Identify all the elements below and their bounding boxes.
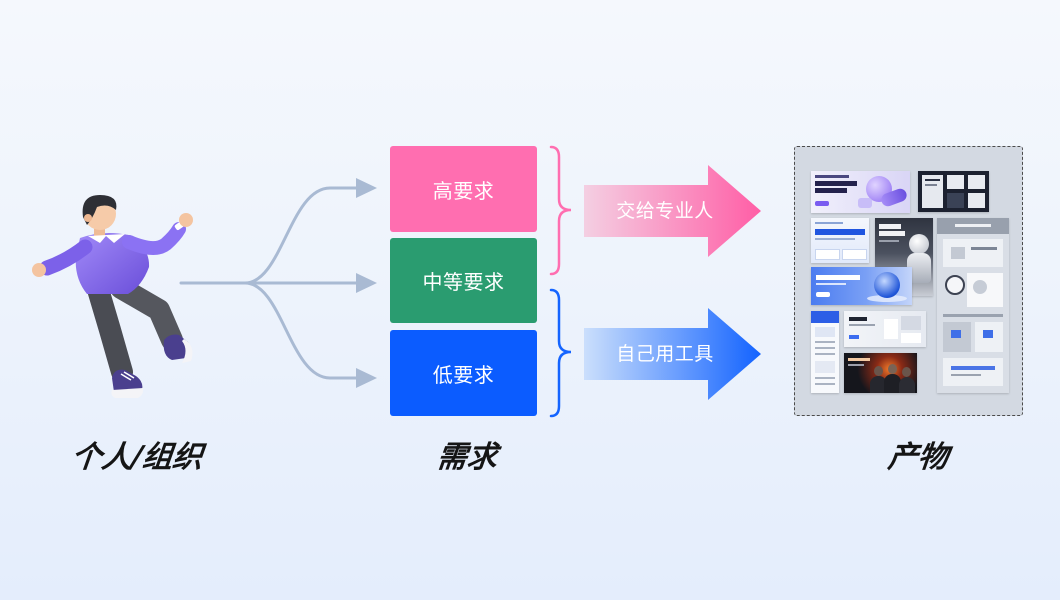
left-shoe	[111, 369, 144, 398]
requirement-medium-label: 中等要求	[422, 270, 505, 294]
head	[82, 195, 117, 230]
right-hand	[179, 213, 193, 227]
arrow-to-professional	[584, 165, 761, 257]
left-hand	[32, 263, 46, 277]
right-shoe	[163, 334, 193, 363]
person-illustration	[32, 195, 193, 398]
product-screenshots-collage	[794, 146, 1023, 416]
right-leg	[110, 277, 183, 351]
neck	[94, 226, 105, 236]
source-label: 个人/组织	[69, 440, 205, 475]
product-thumbnail	[844, 311, 926, 347]
connector-line-to-high	[243, 186, 362, 285]
requirement-medium-box: 中等要求	[390, 238, 537, 323]
arrow-tools-label: 自己用工具	[616, 343, 714, 365]
arrowhead-icon	[356, 178, 377, 198]
arrow-to-tools	[584, 308, 761, 400]
requirement-low-box: 低要求	[390, 330, 537, 416]
product-thumbnail	[811, 311, 839, 393]
product-thumbnail	[844, 353, 917, 393]
product-thumbnail	[811, 171, 910, 213]
product-thumbnail	[937, 218, 1009, 393]
product-thumbnail	[811, 267, 912, 305]
right-arm	[122, 222, 186, 255]
arrow-professional-label: 交给专业人	[616, 200, 714, 222]
requirement-low-label: 低要求	[432, 362, 495, 387]
requirement-high-box: 高要求	[390, 146, 537, 232]
product-thumbnail	[811, 218, 869, 263]
demand-label: 需求	[435, 440, 499, 475]
left-leg	[86, 275, 133, 383]
shirt-collar	[88, 234, 125, 243]
brace-high-demand	[549, 145, 572, 276]
product-thumbnail	[918, 171, 989, 212]
requirement-high-label: 高要求	[432, 178, 495, 203]
connector-tree	[179, 186, 362, 380]
left-arm	[39, 239, 93, 276]
arrowhead-icon	[356, 273, 377, 293]
arrowhead-icon	[356, 368, 377, 388]
connector-line-to-low	[243, 281, 362, 380]
output-label: 产物	[886, 440, 950, 475]
brace-low-demand	[549, 288, 572, 418]
